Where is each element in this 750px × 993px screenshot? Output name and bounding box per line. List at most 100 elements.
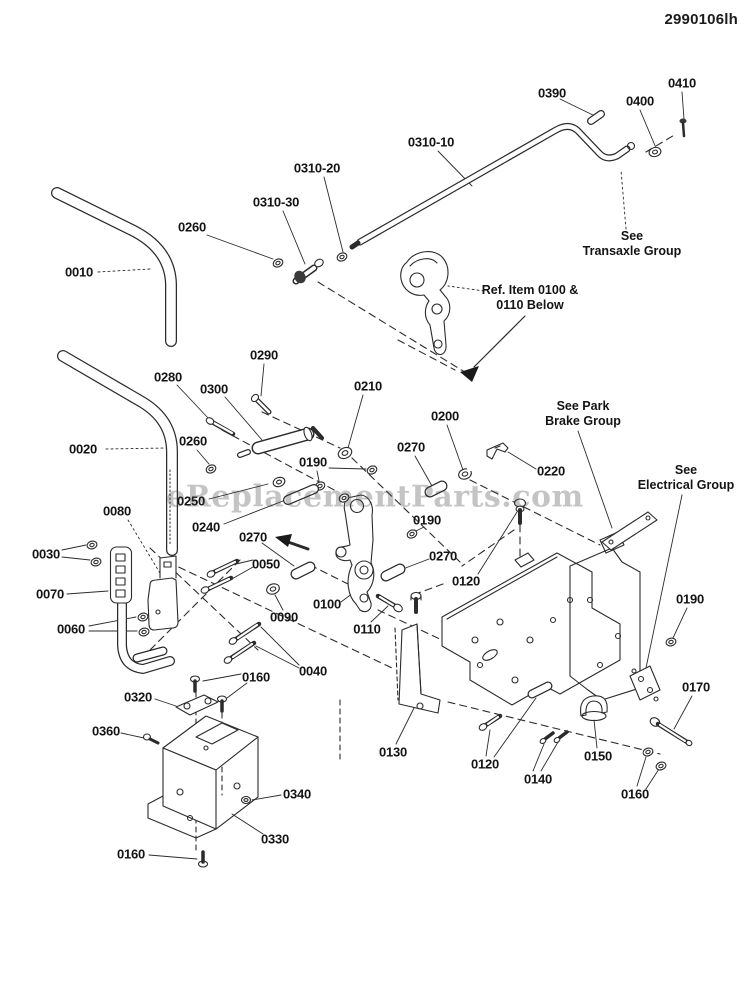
callout-0110: 0110 — [353, 621, 381, 637]
bolt-0050b — [200, 575, 234, 594]
screw-0160c — [197, 850, 209, 868]
dotted-leader-lines — [97, 169, 627, 579]
callout-0210: 0210 — [353, 378, 383, 394]
callout-0200: 0200 — [430, 408, 460, 424]
hardware-washers — [266, 146, 662, 595]
c-clip-0200 — [458, 465, 474, 480]
callout-0150: 0150 — [583, 748, 613, 764]
grip-tube-lower — [117, 592, 175, 674]
bolt-0410 — [679, 118, 687, 138]
shift-rod-0310-10 — [349, 123, 636, 250]
callout-0270: 0270 — [238, 529, 268, 545]
callout-0160: 0160 — [116, 846, 146, 862]
callout-0160: 0160 — [241, 669, 271, 685]
callout-0390: 0390 — [537, 85, 567, 101]
callout-0270: 0270 — [396, 439, 426, 455]
arrow-icon — [275, 534, 292, 547]
callout-0310-10: 0310-10 — [407, 134, 455, 150]
electrical-bracket — [629, 665, 661, 702]
callout-0310-20: 0310-20 — [293, 160, 341, 176]
callout-0300: 0300 — [199, 381, 229, 397]
frame-plate-front — [441, 552, 621, 706]
callout-0260: 0260 — [177, 219, 207, 235]
direction-arrows — [275, 315, 526, 551]
bolt-0040b — [223, 640, 257, 664]
hardware-nuts — [86, 252, 677, 805]
pin-0290 — [250, 393, 272, 415]
arrow-icon — [460, 366, 479, 382]
bolt-0120-bottom — [478, 713, 503, 731]
pivot-housing-0080 — [147, 555, 179, 631]
cable-clamp-0150 — [579, 695, 608, 722]
callout-0190: 0190 — [298, 454, 328, 470]
damper-0300 — [237, 426, 324, 458]
callout-0050: 0050 — [251, 556, 281, 572]
callout-0290: 0290 — [249, 347, 279, 363]
z-clip-0220 — [486, 442, 509, 460]
callout-0100: 0100 — [312, 596, 342, 612]
screw-0140b — [553, 730, 569, 744]
callout-0220: 0220 — [536, 463, 566, 479]
vertical-dashed-lines — [195, 691, 341, 851]
link-plate-0320 — [175, 694, 219, 716]
callout-0400: 0400 — [625, 93, 655, 109]
callout-0070: 0070 — [35, 586, 65, 602]
callout-0160: 0160 — [620, 786, 650, 802]
handle-tube-0020 — [57, 350, 178, 556]
callout-0260: 0260 — [178, 433, 208, 449]
lever-assembly-0100 — [335, 494, 375, 613]
callout-0170: 0170 — [681, 679, 711, 695]
bolt-0170 — [649, 717, 693, 747]
box-bracket-0330 — [147, 715, 259, 839]
park-brake-bar — [601, 511, 658, 551]
callout-0080: 0080 — [102, 503, 132, 519]
callout-0250: 0250 — [176, 493, 206, 509]
callout-0270: 0270 — [428, 548, 458, 564]
callout-0120: 0120 — [470, 756, 500, 772]
callout-0190: 0190 — [675, 591, 705, 607]
callout-0130: 0130 — [378, 744, 408, 760]
assembly-dashed-lines — [149, 127, 677, 755]
clevis-0310-30 — [292, 258, 324, 285]
callout-0040: 0040 — [298, 663, 328, 679]
callout-0360: 0360 — [91, 723, 121, 739]
callout-0060: 0060 — [56, 621, 86, 637]
callout-0190: 0190 — [412, 512, 442, 528]
callout-0120: 0120 — [451, 573, 481, 589]
callout-0030: 0030 — [31, 546, 61, 562]
callout-0140: 0140 — [523, 771, 553, 787]
leader-lines — [61, 91, 693, 860]
screw-0110-hex — [410, 591, 422, 614]
hardware-bushings — [237, 110, 605, 699]
callout-0010: 0010 — [64, 264, 94, 280]
callout-0240: 0240 — [191, 519, 221, 535]
callout-0280: 0280 — [153, 369, 183, 385]
screw-0120-top — [513, 498, 527, 525]
bolt-0040a — [228, 621, 262, 645]
diagram-number: 2990106lh — [664, 11, 738, 28]
screw-0140a — [539, 731, 555, 745]
callout-0340: 0340 — [282, 786, 312, 802]
callout-0090: 0090 — [269, 609, 299, 625]
bolt-0050a — [206, 558, 240, 578]
bolt-0110 — [375, 593, 403, 613]
callout-0020: 0020 — [68, 441, 98, 457]
bolt-0280 — [205, 417, 236, 437]
callout-0410: 0410 — [667, 75, 697, 91]
screw-0160b — [216, 695, 228, 713]
screw-0360 — [142, 733, 160, 745]
screw-0160a — [189, 675, 201, 693]
note: Ref. Item 0100 &0110 Below — [481, 283, 579, 312]
hardware-bolts — [142, 118, 693, 868]
callout-0320: 0320 — [123, 689, 153, 705]
callout-0330: 0330 — [260, 831, 290, 847]
grip-panel-0070 — [109, 546, 133, 604]
callout-0310-30: 0310-30 — [252, 194, 300, 210]
handle-tube-0010 — [51, 187, 177, 347]
hook-bracket — [400, 251, 451, 355]
